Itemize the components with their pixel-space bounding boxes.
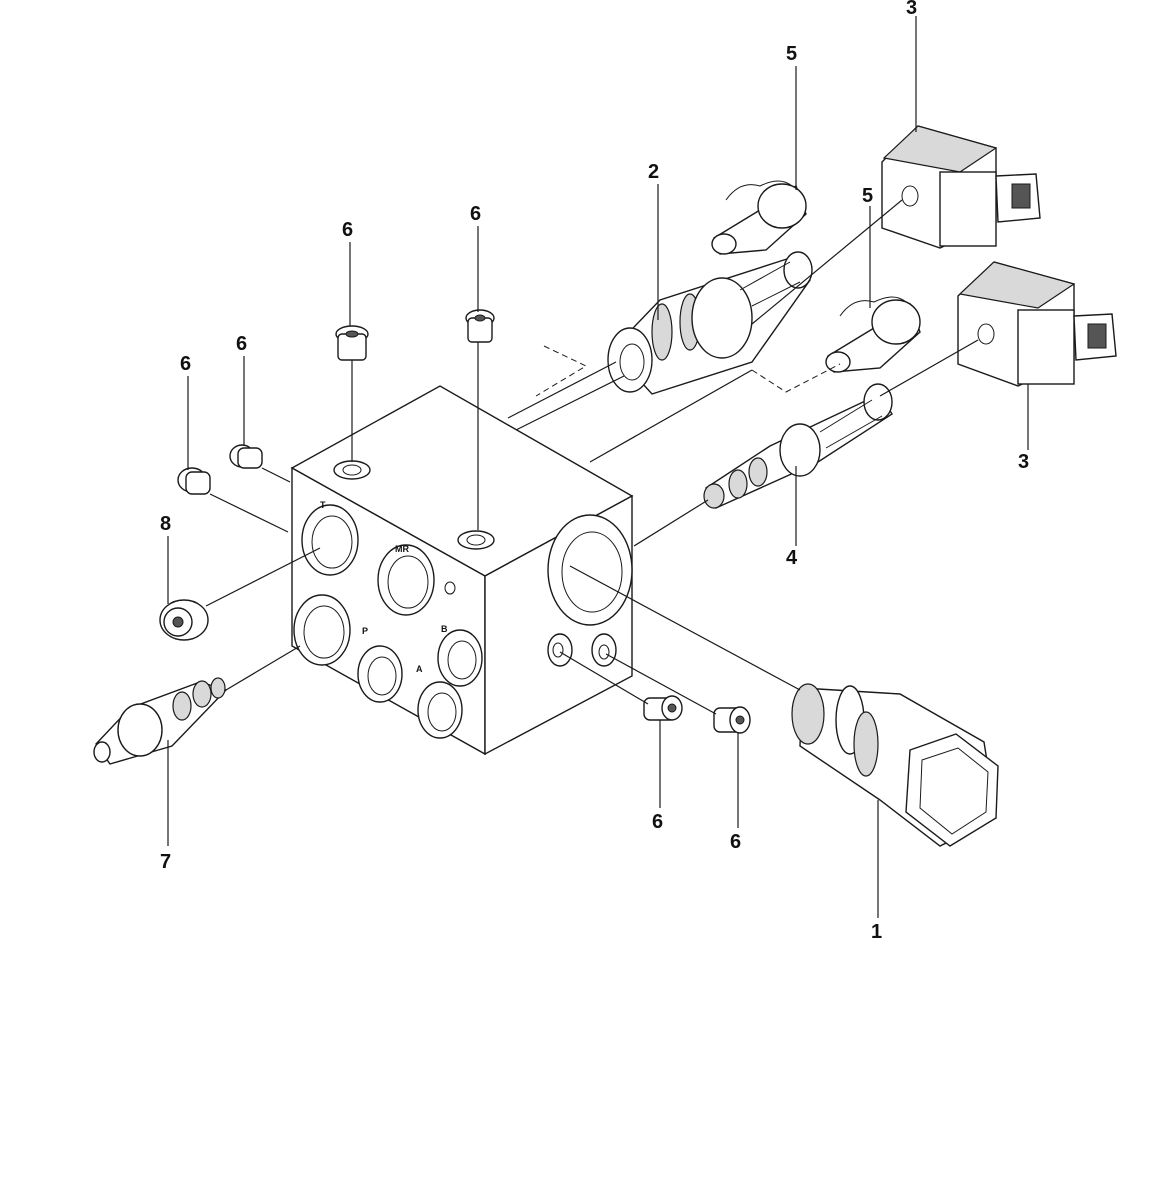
callout-2: 2	[648, 161, 659, 183]
part-6-plug-e	[643, 695, 683, 721]
port-label-b: B	[441, 624, 448, 634]
callout-3-upper: 3	[906, 0, 917, 19]
callout-1: 1	[871, 921, 882, 943]
part-3-solenoid-coil-lower	[957, 261, 1117, 387]
leader-lines	[167, 16, 1029, 918]
part-2-cartridge-valve	[607, 251, 813, 395]
port-label-p: P	[362, 626, 368, 636]
part-6-plug-b	[229, 444, 263, 469]
part-6-plug-a	[177, 467, 211, 495]
part-7-relief-valve	[93, 677, 228, 765]
part-1-relief-cartridge	[791, 683, 999, 847]
port-label-t: T	[320, 500, 326, 510]
port-label-a: A	[416, 664, 423, 674]
part-5-connector-upper	[711, 180, 807, 255]
port-label-mr: MR	[395, 544, 409, 554]
callout-6-left: 6	[236, 333, 247, 355]
callout-5-upper: 5	[786, 43, 797, 65]
callout-6-top-left: 6	[342, 219, 353, 241]
part-8-plug	[159, 599, 209, 641]
callout-6-bottom-right: 6	[730, 831, 741, 853]
callout-6-far-left: 6	[180, 353, 191, 375]
part-6-plug-f	[713, 706, 751, 734]
part-4-cartridge-valve	[703, 383, 893, 509]
part-6-plug-d	[465, 309, 495, 343]
callout-8: 8	[160, 513, 171, 535]
callout-6-top-right: 6	[470, 203, 481, 225]
part-3-solenoid-coil-upper	[881, 125, 1041, 249]
assembly-lines	[205, 199, 979, 715]
callout-4: 4	[786, 547, 798, 569]
callout-3-lower: 3	[1018, 451, 1029, 473]
part-6-plug-c	[335, 325, 369, 361]
valve-block: T MR P B A	[290, 385, 634, 756]
callout-7: 7	[160, 851, 171, 873]
callout-6-bottom-left: 6	[652, 811, 663, 833]
callout-5-lower: 5	[862, 185, 873, 207]
callout-labels: 1 2 3 3 4 5 5 6 6 6 6 6 6 7 8	[160, 0, 1029, 943]
part-5-connector-lower	[825, 296, 921, 373]
